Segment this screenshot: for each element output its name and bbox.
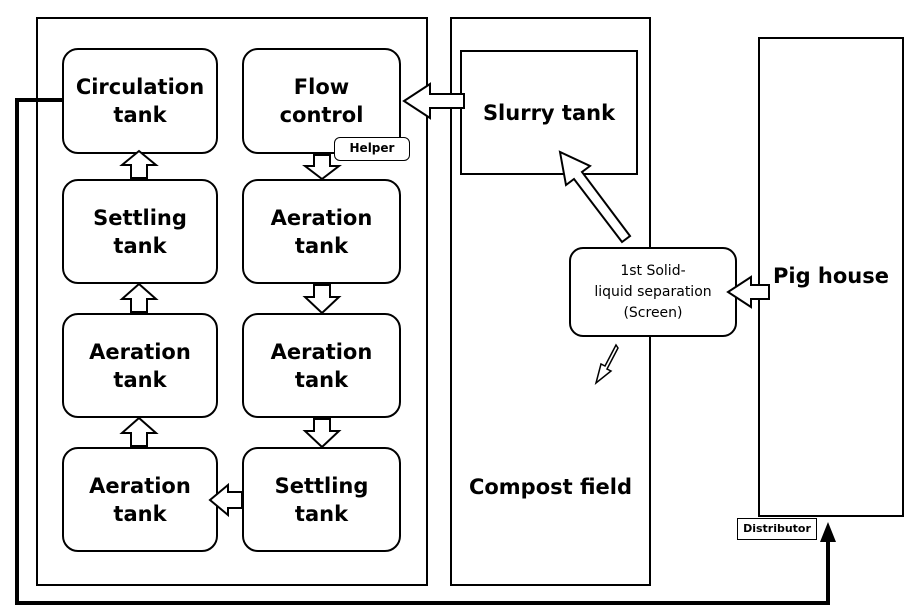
solid-liquid-separation-box: 1st Solid- liquid separation (Screen): [569, 247, 737, 337]
return-line-arrowhead: [820, 522, 836, 542]
aeration-tank-left-2: Aeration tank: [62, 447, 218, 552]
pig-house-label: Pig house: [772, 264, 889, 288]
aeration-tank-right-2: Aeration tank: [242, 313, 401, 418]
slurry-tank-label: Slurry tank: [482, 101, 616, 125]
compost-field-label: Compost field: [468, 475, 633, 499]
settling-tank-left: Settling tank: [62, 179, 218, 284]
distributor-tag: Distributor: [737, 518, 817, 540]
aeration-tank-left-1: Aeration tank: [62, 313, 218, 418]
aeration-tank-right-1: Aeration tank: [242, 179, 401, 284]
circulation-tank: Circulation tank: [62, 48, 218, 154]
settling-tank-right: Settling tank: [242, 447, 401, 552]
helper-tag: Helper: [334, 137, 410, 161]
